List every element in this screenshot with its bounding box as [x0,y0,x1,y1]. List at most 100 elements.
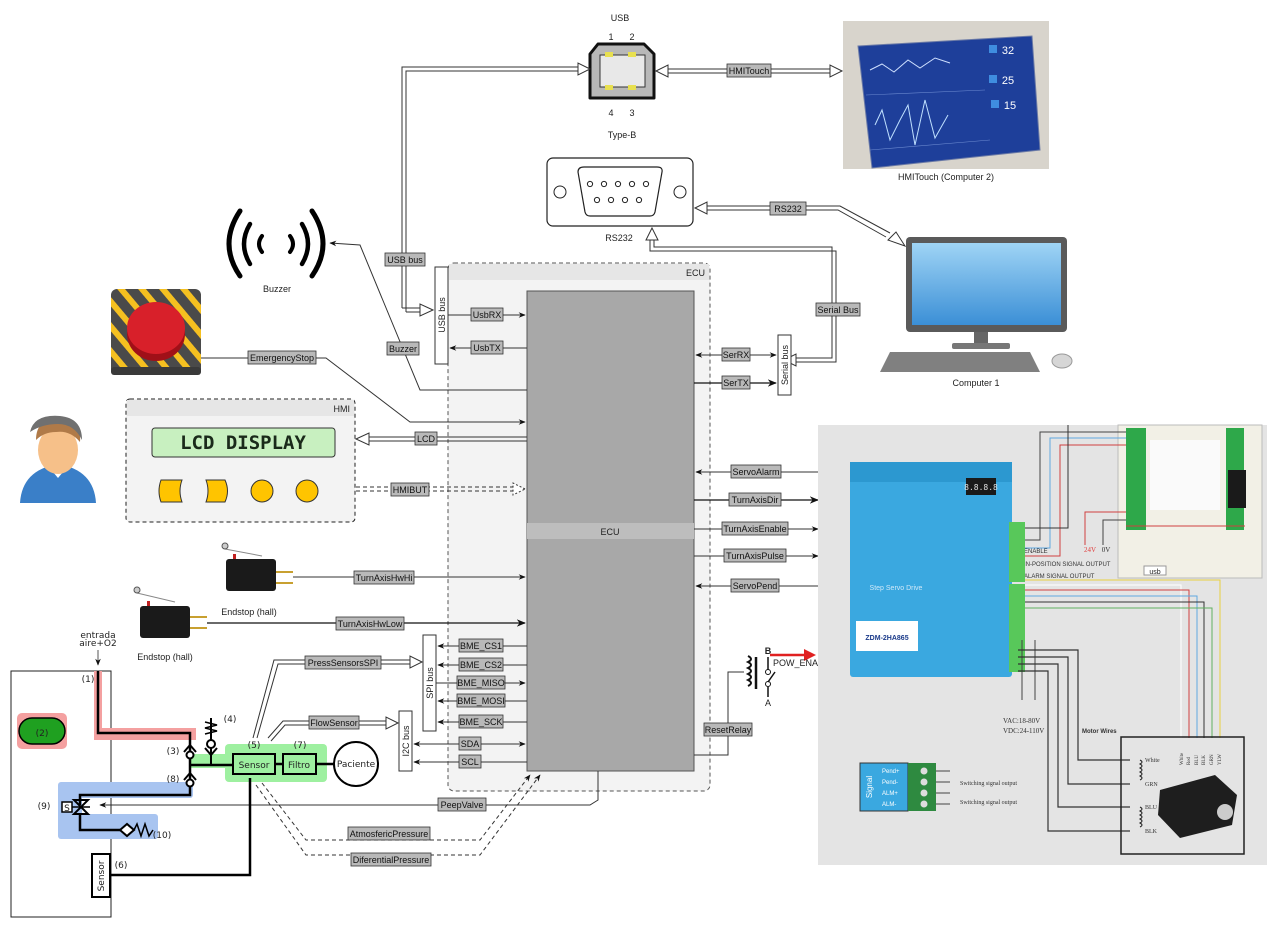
signal-tag: TurnAxisHwLow [335,616,405,631]
usb-title: USB [611,13,630,23]
servo-driver-unit[interactable]: 8.8.8.8 Step Servo Drive ZDM-2HA865 [850,462,1025,677]
signal-tag: ServoPend [730,578,780,593]
lcd-text: LCD DISPLAY [180,432,306,454]
controller-tag: usb [1149,569,1160,576]
bme-mosi-signal: BME_MOSI [437,693,527,708]
svg-text:USB bus: USB bus [387,255,423,265]
inlet-label-2: aire+O2 [79,639,116,649]
signal-tag: ResetRelay [703,722,753,737]
usb-pin-1: 1 [608,32,613,42]
svg-text:SPI bus: SPI bus [425,667,435,699]
bme-miso-signal: BME_MISO [436,675,526,690]
computer-1-caption: Computer 1 [952,378,999,388]
svg-text:UsbRX: UsbRX [473,310,502,320]
endstop-low[interactable]: Endstop (hall) [133,586,207,662]
hmi-button-2[interactable] [205,479,228,503]
svg-text:I2C bus: I2C bus [401,725,411,757]
coil-label-white: White [1145,758,1160,764]
atmosferic-pressure-signal: AtmosfericPressure [261,774,531,841]
svg-text:FlowSensor: FlowSensor [310,718,358,728]
signal-tag: AtmosfericPressure [347,826,431,841]
encoder-label-grn: GRN [1210,754,1215,765]
io-label-in-position: IN-POSITION SIGNAL OUTPUT [1024,562,1111,568]
rs232-connector[interactable]: RS232 [546,157,694,243]
hmi-button-4[interactable] [295,479,319,503]
svg-text:LCD: LCD [417,434,436,444]
pressure-sensor-label: Sensor [97,860,107,891]
pow-enable-label: POW_ENABLE [773,658,835,668]
signal-tag: TurnAxisDir [728,492,782,507]
usb-pin-4: 4 [608,108,613,118]
signal-tag: TurnAxisEnable [721,521,789,536]
hmibut-signal: HMIBUT [356,482,527,497]
hmitouch-link: HMITouch [654,63,844,78]
switching-output-2: Switching signal output [960,800,1017,806]
flow-sensor-label: Sensor [239,761,270,771]
signal-block-title: Signal [865,776,874,798]
rs232-caption: RS232 [605,233,633,243]
lcd-tag: LCD [414,431,438,446]
ecu-core: ECU [526,290,695,772]
svg-text:ResetRelay: ResetRelay [705,725,752,735]
filter-label: Filtro [288,761,311,771]
svg-text:HMITouch: HMITouch [729,66,770,76]
marker-6: (6) [115,861,128,871]
signal-tag: PeepValve [437,797,487,812]
hmi-button-1[interactable] [158,479,183,503]
coil-label-blu: BLU [1145,805,1158,811]
svg-text:USB bus: USB bus [437,297,447,333]
svg-text:SerRX: SerRX [723,350,750,360]
servo-motor: White GRN BLU BLK White Red BLU BLK GRN … [1120,736,1245,855]
encoder-label-red: Red [1187,756,1192,765]
encoder-label-blk: BLK [1202,755,1207,765]
reset-relay-signal: ResetRelay [694,671,753,756]
hmi-touch-value-1: 32 [1002,45,1014,57]
usb-tx-signal: UsbTX [449,340,527,355]
svg-text:BME_MISO: BME_MISO [457,678,505,688]
svg-text:TurnAxisHwHi: TurnAxisHwHi [356,573,413,583]
supply-dc: VDC:24-110V [1003,727,1044,735]
svg-text:Serial bus: Serial bus [780,344,790,385]
svg-text:TurnAxisEnable: TurnAxisEnable [723,524,786,534]
marker-3: (3) [167,747,180,757]
svg-text:TurnAxisDir: TurnAxisDir [732,495,779,505]
power-label-0v: 0V [1102,546,1111,554]
endstop-low-caption: Endstop (hall) [137,652,193,662]
relay-icon: B A [745,646,776,708]
hmi-button-3[interactable] [250,479,274,503]
svg-text:BME_SCK: BME_SCK [459,717,502,727]
svg-text:Buzzer: Buzzer [389,344,417,354]
svg-text:ALM-: ALM- [882,802,896,808]
peep-solenoid-valve: S [61,799,91,815]
usb-type-b-connector[interactable]: USB 1 2 4 3 Type-B [588,13,656,140]
marker-2: (2) [36,729,49,739]
signal-tag: PressSensorsSPI [304,655,382,670]
svg-text:AtmosfericPressure: AtmosfericPressure [350,829,429,839]
signal-tag: TurnAxisPulse [723,548,787,563]
hmitouch-tag: HMITouch [726,63,772,78]
signal-tag: SCL [458,754,482,769]
flow-sensor-link: FlowSensor [267,715,400,742]
driver-display: 8.8.8.8 [964,483,998,492]
rs232-link: RS232 [693,201,907,247]
emergency-stop-button[interactable] [111,289,201,375]
press-sensors-spi-link: PressSensorsSPI [252,655,424,739]
servo-pend-signal: ServoPend [695,578,818,593]
motor-wires-title: Motor Wires [1082,729,1117,735]
signal-tag: FlowSensor [308,715,360,730]
signal-tag: UsbTX [470,340,504,355]
usb-bus-box: USB bus [434,266,449,365]
hmi-touch-panel[interactable]: 32 25 15 HMITouch (Computer 2) [843,21,1049,182]
computer-1[interactable]: Computer 1 [880,237,1073,388]
svg-text:S: S [64,804,70,814]
lcd-signal: LCD [354,431,527,446]
turn-axis-hw-low-signal: TurnAxisHwLow [207,616,526,631]
svg-text:Pend+: Pend+ [882,769,900,775]
inlet-label-1: entrada [80,631,115,641]
svg-text:TurnAxisPulse: TurnAxisPulse [726,551,784,561]
endstop-hi[interactable]: Endstop (hall) [221,542,293,617]
buzzer[interactable]: Buzzer [226,208,326,294]
svg-text:Serial Bus: Serial Bus [817,305,859,315]
svg-text:SerTX: SerTX [723,378,749,388]
